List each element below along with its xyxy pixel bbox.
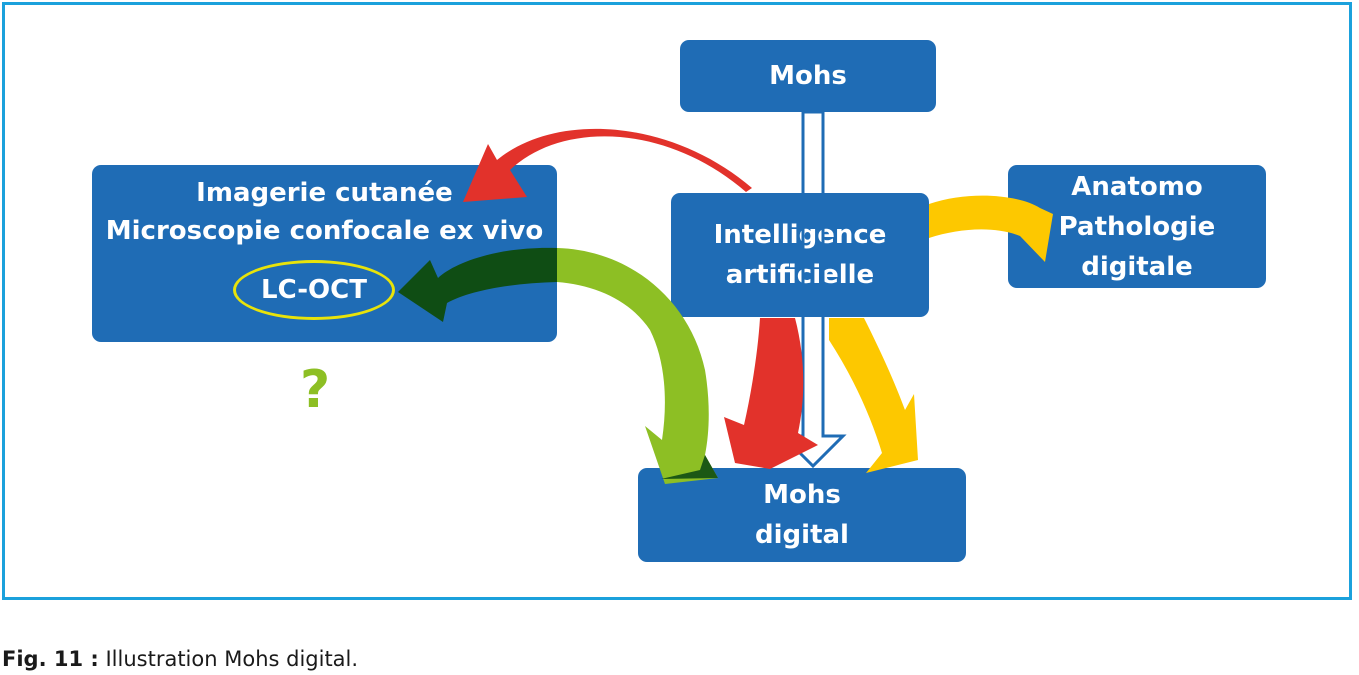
arrows-layer: [398, 110, 1053, 484]
box-mohs-digital: Mohs digital: [638, 468, 966, 562]
box-anatomo-line3: digitale: [1081, 251, 1193, 282]
box-anatomo-line1: Anatomo: [1071, 171, 1203, 202]
caption-label: Fig. 11 :: [2, 647, 99, 671]
figure-caption: Fig. 11 : Illustration Mohs digital.: [2, 647, 358, 671]
arrow-yellow-ia-to-anatomo: [929, 195, 1053, 262]
box-digital-line1: Mohs: [763, 480, 841, 510]
box-anatomo-line2: Pathologie: [1058, 211, 1216, 242]
figure-frame: [2, 2, 1352, 600]
box-imagerie-line1: Imagerie cutanée: [196, 178, 453, 208]
box-ia-line1: Intelligence: [713, 220, 887, 250]
lcoct-label: LC-OCT: [261, 275, 367, 305]
arrow-yellow-ia-to-digital: [829, 318, 918, 473]
box-imagerie-line2: Microscopie confocale ex vivo: [105, 216, 544, 246]
box-mohs-label: Mohs: [769, 61, 847, 91]
lcoct-highlight-ellipse: [233, 260, 395, 320]
box-intelligence-artificielle: Intelligence artificielle: [671, 193, 929, 317]
box-mohs: Mohs: [680, 40, 936, 112]
arrow-green-imagerie-to-digital: [557, 248, 718, 484]
caption-text: Illustration Mohs digital.: [98, 647, 359, 671]
arrow-green-overlap: [661, 455, 718, 479]
arrow-red-ia-to-imagerie: [463, 128, 752, 202]
question-mark: ?: [300, 360, 331, 420]
box-ia-line2: artificielle: [725, 260, 875, 290]
arrow-red-ia-to-digital: [724, 318, 818, 469]
box-anatomo-pathologie: Anatomo Pathologie digitale: [1008, 165, 1266, 288]
arrow-darkgreen-to-lcoct: [398, 247, 557, 322]
box-digital-line2: digital: [755, 520, 849, 550]
